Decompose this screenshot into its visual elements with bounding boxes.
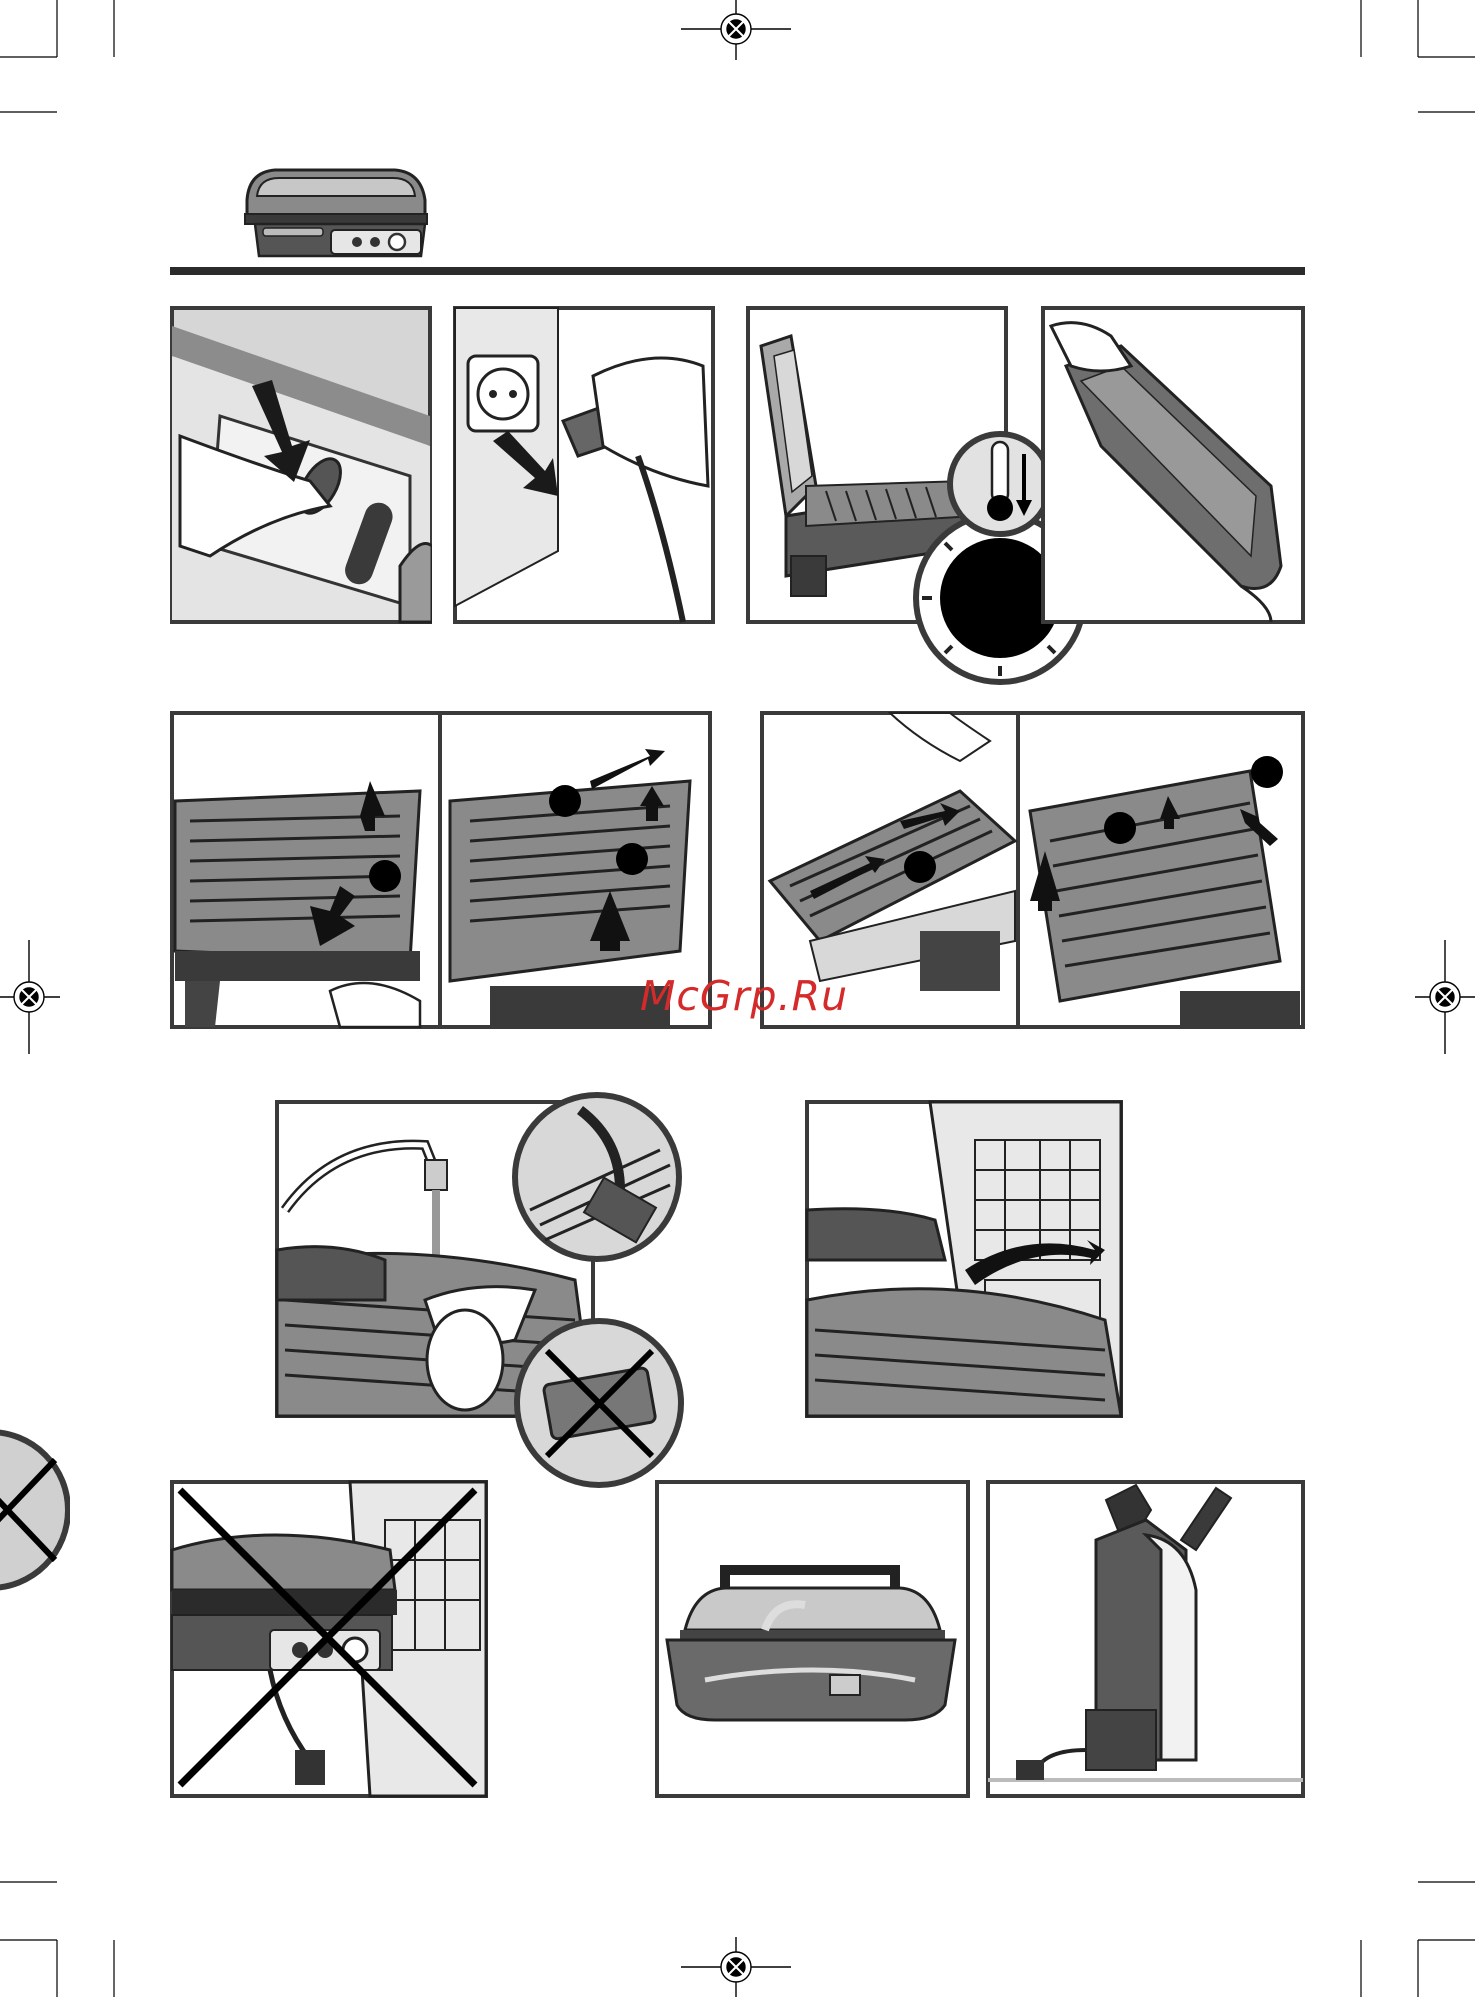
- watermark-text: McGrp.Ru: [640, 972, 848, 1020]
- step-drip-tray-panel: [1041, 306, 1305, 624]
- no-scourer-icon: [512, 1316, 687, 1491]
- registration-mark-icon: [681, 0, 791, 60]
- step-unplug-panel: [453, 306, 715, 624]
- step-switch-off-panel: [170, 306, 432, 624]
- step-dishwasher-ok-panel: [805, 1100, 1123, 1418]
- step-remove-plates-panel: [170, 711, 712, 1029]
- grill-appliance-icon: [235, 160, 435, 260]
- step-store-cord-panel: [655, 1480, 970, 1798]
- step-no-dishwasher-body-panel: [170, 1480, 488, 1798]
- brush-detail-icon: [510, 1090, 685, 1265]
- registration-mark-icon: [0, 940, 60, 1054]
- registration-mark-icon: [1415, 940, 1475, 1054]
- header-rule: [170, 267, 1305, 275]
- side-prohibition-icon: [0, 1420, 70, 1600]
- registration-mark-icon: [681, 1937, 791, 1997]
- step-store-upright-panel: [986, 1480, 1305, 1798]
